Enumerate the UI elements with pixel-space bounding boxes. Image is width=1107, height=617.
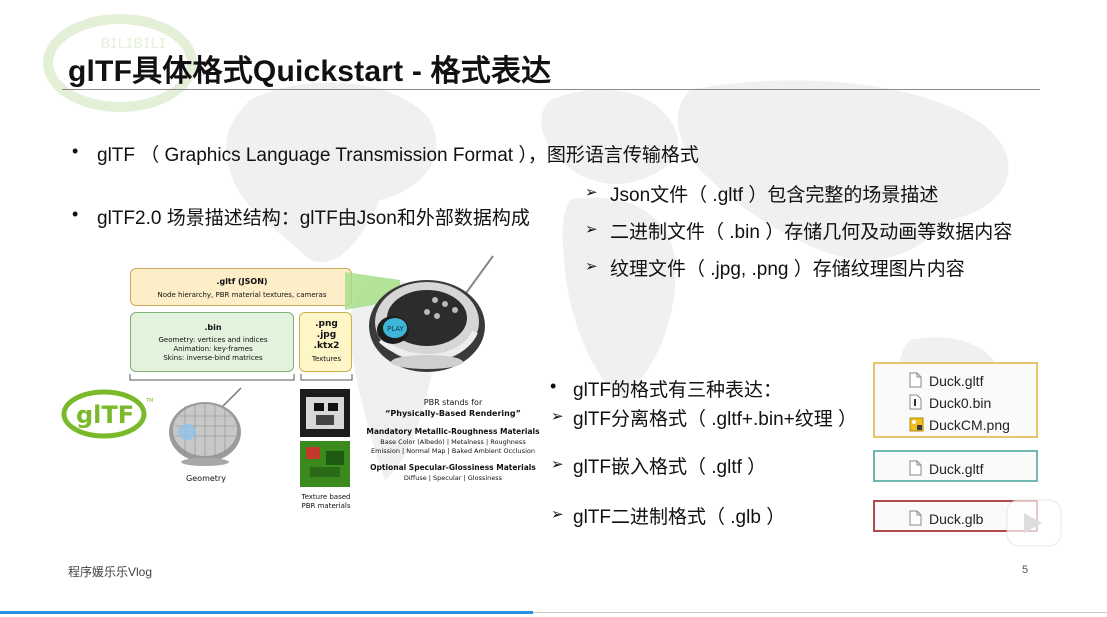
logo-watermark: ʙɪʟɪʙɪʟɪ — [43, 14, 197, 112]
page-number: 5 — [1022, 564, 1029, 576]
binary-file-icon — [909, 394, 922, 410]
boombox-image: PLAY — [369, 255, 494, 372]
texture-label-1: Texture based — [301, 493, 351, 501]
geometry-label: Geometry — [186, 474, 226, 483]
svg-text:TM: TM — [145, 398, 153, 404]
bullet-gltf-definition: glTF （ Graphics Language Transmission Fo… — [97, 145, 699, 166]
bin-box: .bin Geometry: vertices and indices Anim… — [130, 312, 294, 372]
gltf-json-box: .gltf (JSON) Node hierarchy, PBR materia… — [130, 268, 352, 306]
formats-heading: glTF的格式有三种表达： — [573, 380, 783, 401]
arrow-bullet-icon: ➢ — [551, 506, 564, 523]
pbr-line-1: PBR stands for — [423, 398, 483, 407]
format-binary: glTF二进制格式（ .glb ） — [573, 507, 786, 528]
texture-tiles-image — [300, 389, 350, 487]
tex-jpg: .jpg — [316, 330, 337, 340]
arrow-bullet-icon: ➢ — [585, 258, 598, 275]
file-row[interactable]: Duck.gltf — [875, 458, 1036, 479]
file-row[interactable]: DuckCM.png — [875, 414, 1036, 435]
bottom-accent-bar — [0, 611, 533, 614]
svg-text:ʙɪʟɪʙɪʟɪ: ʙɪʟɪʙɪʟɪ — [100, 32, 166, 53]
bin-line-skins: Skins: inverse-bind matrices — [163, 354, 263, 362]
subitem-texture: 纹理文件（ .jpg, .png ）存储纹理图片内容 — [610, 259, 965, 280]
bullet-dot: • — [550, 376, 557, 396]
tex-label: Textures — [311, 355, 342, 363]
footer-author: 程序媛乐乐Vlog — [68, 565, 153, 579]
document-icon — [909, 460, 922, 476]
texture-label-2: PBR materials — [301, 502, 351, 510]
bin-line-animation: Animation: key-frames — [173, 345, 253, 353]
arrow-bullet-icon: ➢ — [551, 456, 564, 473]
bottom-divider — [533, 612, 1107, 613]
arrow-bullet-icon: ➢ — [585, 221, 598, 238]
document-icon — [909, 510, 922, 526]
page-title: glTF具体格式Quickstart - 格式表达 — [68, 55, 552, 88]
tex-ktx2: .ktx2 — [313, 341, 340, 351]
subitem-bin: 二进制文件（ .bin ）存储几何及动画等数据内容 — [610, 222, 1013, 243]
tex-png: .png — [315, 319, 338, 329]
pbr-line-6: Optional Specular-Glossiness Materials — [370, 463, 536, 472]
bin-line-geometry: Geometry: vertices and indices — [158, 336, 268, 344]
pbr-line-3: Mandatory Metallic-Roughness Materials — [366, 427, 540, 436]
file-group-embedded: Duck.gltf — [873, 450, 1038, 482]
textures-box: .png .jpg .ktx2 Textures — [299, 312, 352, 372]
file-row[interactable]: Duck0.bin — [875, 392, 1036, 413]
gltf-json-title: .gltf (JSON) — [216, 277, 268, 286]
pbr-line-5: Emission | Normal Map | Baked Ambient Oc… — [371, 447, 535, 455]
file-name: Duck.gltf — [929, 373, 984, 389]
bin-title: .bin — [204, 323, 222, 332]
arrow-bullet-icon: ➢ — [551, 408, 564, 425]
title-divider — [62, 89, 1040, 90]
file-name: Duck.glb — [929, 511, 984, 527]
subitem-json: Json文件（ .gltf ）包含完整的场景描述 — [610, 185, 939, 206]
bullet-dot: • — [72, 141, 79, 161]
image-file-icon — [909, 417, 924, 432]
gltf-logo: glTF TM — [61, 389, 153, 439]
file-row[interactable]: Duck.gltf — [875, 370, 1036, 391]
pbr-line-2: “Physically-Based Rendering” — [385, 409, 521, 418]
bullet-dot: • — [72, 204, 79, 224]
diagram-brackets — [129, 374, 353, 381]
file-row[interactable]: Duck.glb — [875, 508, 1036, 529]
file-group-separate: Duck.gltf Duck0.bin DuckCM.png — [873, 362, 1038, 438]
gltf-json-subtitle: Node hierarchy, PBR material textures, c… — [157, 291, 327, 299]
document-icon — [909, 372, 922, 388]
bullet-gltf-structure: glTF2.0 场景描述结构：glTF由Json和外部数据构成 — [97, 208, 530, 229]
format-embedded: glTF嵌入格式（ .gltf ） — [573, 457, 767, 478]
geometry-image — [169, 387, 242, 466]
file-name: Duck0.bin — [929, 395, 992, 411]
file-name: Duck.gltf — [929, 461, 984, 477]
pbr-line-4: Base Color (Albedo) | Metalness | Roughn… — [380, 438, 526, 446]
gltf-logo-text: glTF — [76, 401, 134, 429]
pbr-line-7: Diffuse | Specular | Glossiness — [403, 474, 503, 482]
play-label: PLAY — [387, 325, 405, 333]
video-overlay-icon[interactable] — [1004, 497, 1064, 549]
file-name: DuckCM.png — [929, 417, 1010, 433]
arrow-bullet-icon: ➢ — [585, 184, 598, 201]
format-separate: glTF分离格式（ .gltf+.bin+纹理 ） — [573, 409, 858, 430]
